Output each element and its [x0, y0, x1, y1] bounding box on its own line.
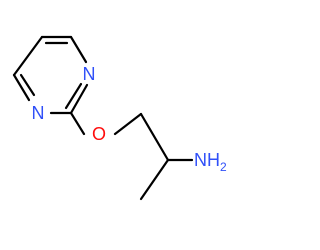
bond-ch2-ch — [139, 112, 170, 162]
amine-subscript: 2 — [220, 160, 227, 174]
atom-oxygen: O — [92, 124, 106, 144]
molecule-structure: N N O NH2 — [12, 35, 227, 201]
bond-c2-n-top-double — [64, 82, 83, 110]
bond-lines — [12, 35, 194, 201]
bond-n-bottom-c4 — [12, 73, 31, 102]
bond-c2-o — [69, 111, 86, 136]
bond-c4-n-bottom-double — [19, 73, 36, 97]
atom-amine: NH2 — [194, 150, 227, 174]
atom-n-bottom: N — [32, 103, 45, 123]
bond-ch-ch3 — [139, 158, 170, 201]
amine-symbol: NH — [194, 150, 220, 170]
bond-c2-n-top — [69, 83, 89, 115]
atom-n-top: N — [83, 64, 96, 84]
bond-o-ch2 — [113, 112, 143, 136]
bond-c4-c6 — [12, 35, 44, 77]
bond-c5-n-top — [69, 35, 88, 64]
